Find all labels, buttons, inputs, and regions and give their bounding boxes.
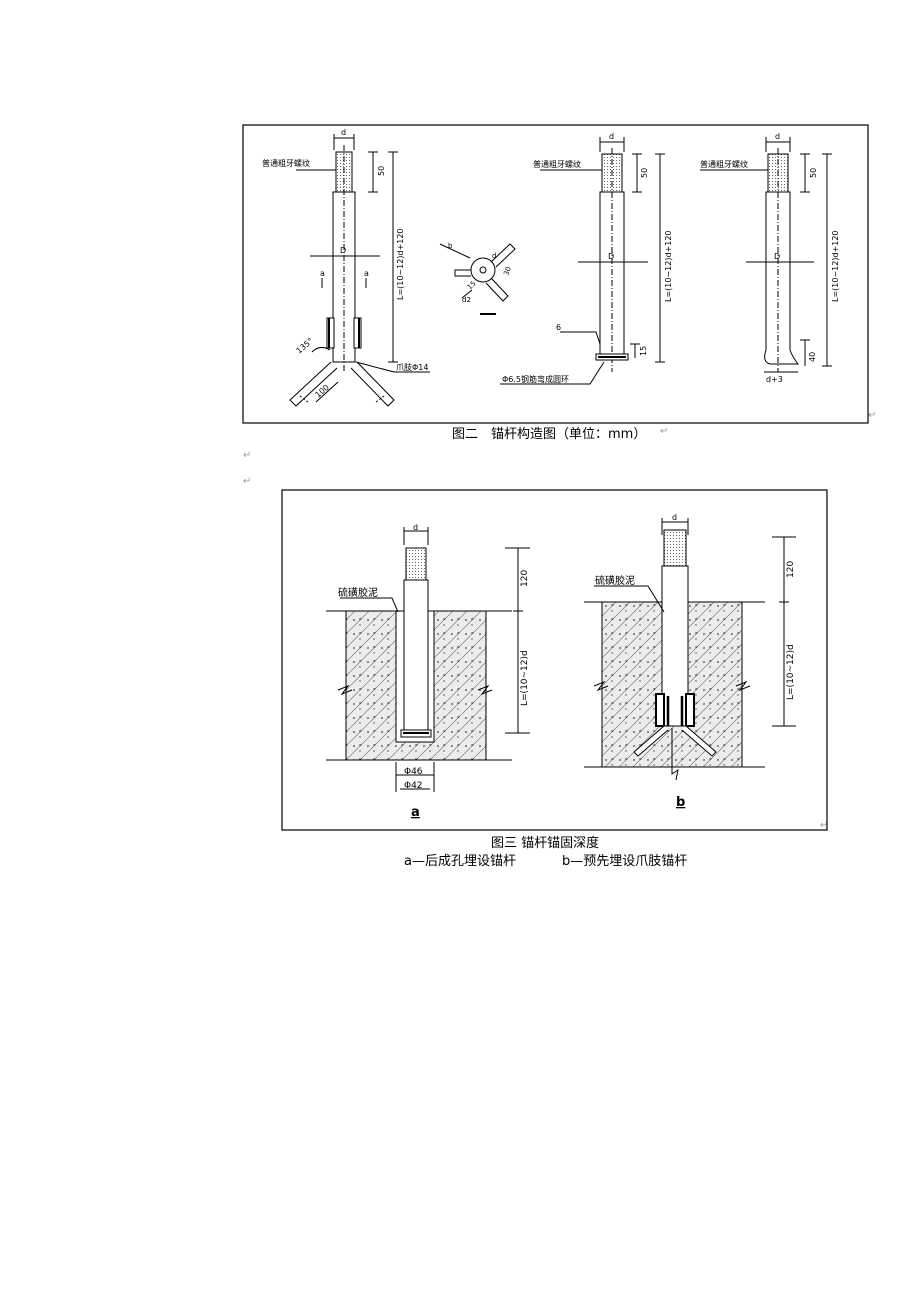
fig2-left-dim-d: d	[341, 128, 346, 137]
fig2-section-d: d	[492, 252, 496, 260]
fig2-right-anchor	[700, 137, 832, 373]
fig3-a-dim-120: 120	[520, 570, 530, 587]
fig2-mid-dim-d: d	[609, 132, 614, 141]
fig2-left-dim-D: D	[340, 246, 346, 255]
fig2-left-dim-50: 50	[377, 166, 386, 176]
fig2-mid-dim-15: 15	[639, 346, 648, 356]
fig2-mid-dim-50: 50	[640, 168, 649, 178]
fig2-right-dim-40: 40	[808, 352, 817, 362]
fig2-left-claw-label: 爪肢Φ14	[396, 362, 428, 372]
figure2-frame	[242, 124, 869, 424]
fig3-b-dim-120: 120	[786, 561, 796, 578]
fig3-b-dim-d: d	[672, 513, 677, 522]
fig2-mid-dim-6: 6	[556, 323, 561, 332]
fig2-left-angle: 135°	[295, 336, 316, 355]
fig3-a-panel	[326, 527, 530, 792]
figure3-legend-b: b—预先埋设爪肢锚杆	[562, 854, 688, 869]
figure2-caption: 图二 锚杆构造图（单位：mm）	[452, 427, 647, 442]
fig2-left-leg-length: 100	[314, 383, 331, 400]
figure3-legend-a: a—后成孔埋设锚杆	[404, 854, 516, 869]
fig2-mid-ring-label: Φ6.5钢筋弯成圆环	[502, 374, 569, 384]
fig2-right-dim-total: L=(10~12)d+120	[831, 230, 840, 302]
fig3-a-grout-label: 硫磺胶泥	[338, 586, 378, 599]
figure3-caption: 图三 锚杆锚固深度	[491, 836, 600, 851]
fig2-section-30: 30	[502, 266, 513, 277]
fig2-left-thread-label: 普通粗牙螺纹	[262, 158, 310, 168]
fig2-mid-dim-D: D	[608, 252, 614, 261]
fig2-mid-thread-label: 普通粗牙螺纹	[533, 159, 581, 169]
fig3-a-label: a	[411, 805, 420, 820]
fig3-a-dim-d: d	[413, 523, 418, 532]
fig2-section-b: b	[448, 242, 453, 250]
return-mark-2: ↵	[660, 426, 669, 437]
fig3-b-dim-l: L=(10~12)d	[786, 644, 796, 700]
return-mark-4: ↵	[243, 476, 252, 487]
fig2-section-view	[439, 243, 516, 315]
fig3-b-grout-label: 硫磺胶泥	[595, 574, 635, 587]
fig2-section-15: 15	[466, 279, 478, 291]
figure3-frame	[281, 489, 828, 831]
fig2-mid-dim-total: L=(10~12)d+120	[664, 230, 673, 302]
fig3-b-panel	[584, 518, 796, 781]
fig2-left-section-a1: a	[320, 269, 325, 278]
fig2-right-dim-d: d	[775, 132, 780, 141]
fig2-right-dim-bottom: d+3	[766, 375, 783, 384]
fig2-left-section-a2: a	[364, 269, 369, 278]
fig2-middle-anchor	[500, 137, 665, 385]
fig2-right-thread-label: 普通粗牙螺纹	[700, 159, 748, 169]
fig2-right-dim-D: D	[774, 252, 780, 261]
fig3-a-dim-42: Φ42	[404, 781, 423, 791]
return-mark-3: ↵	[243, 450, 252, 461]
return-mark-1: ↵	[868, 410, 877, 421]
fig3-a-dim-46: Φ46	[404, 767, 423, 777]
return-mark-5: ↵	[820, 820, 829, 831]
fig2-section-d2: d2	[462, 296, 471, 304]
fig2-left-dim-total: L=(10~12)d+120	[396, 228, 405, 300]
fig2-right-dim-50: 50	[809, 168, 818, 178]
fig2-left-anchor	[289, 134, 430, 407]
fig3-a-dim-l: L=(10~12)d	[520, 650, 530, 706]
fig3-b-label: b	[676, 795, 685, 810]
